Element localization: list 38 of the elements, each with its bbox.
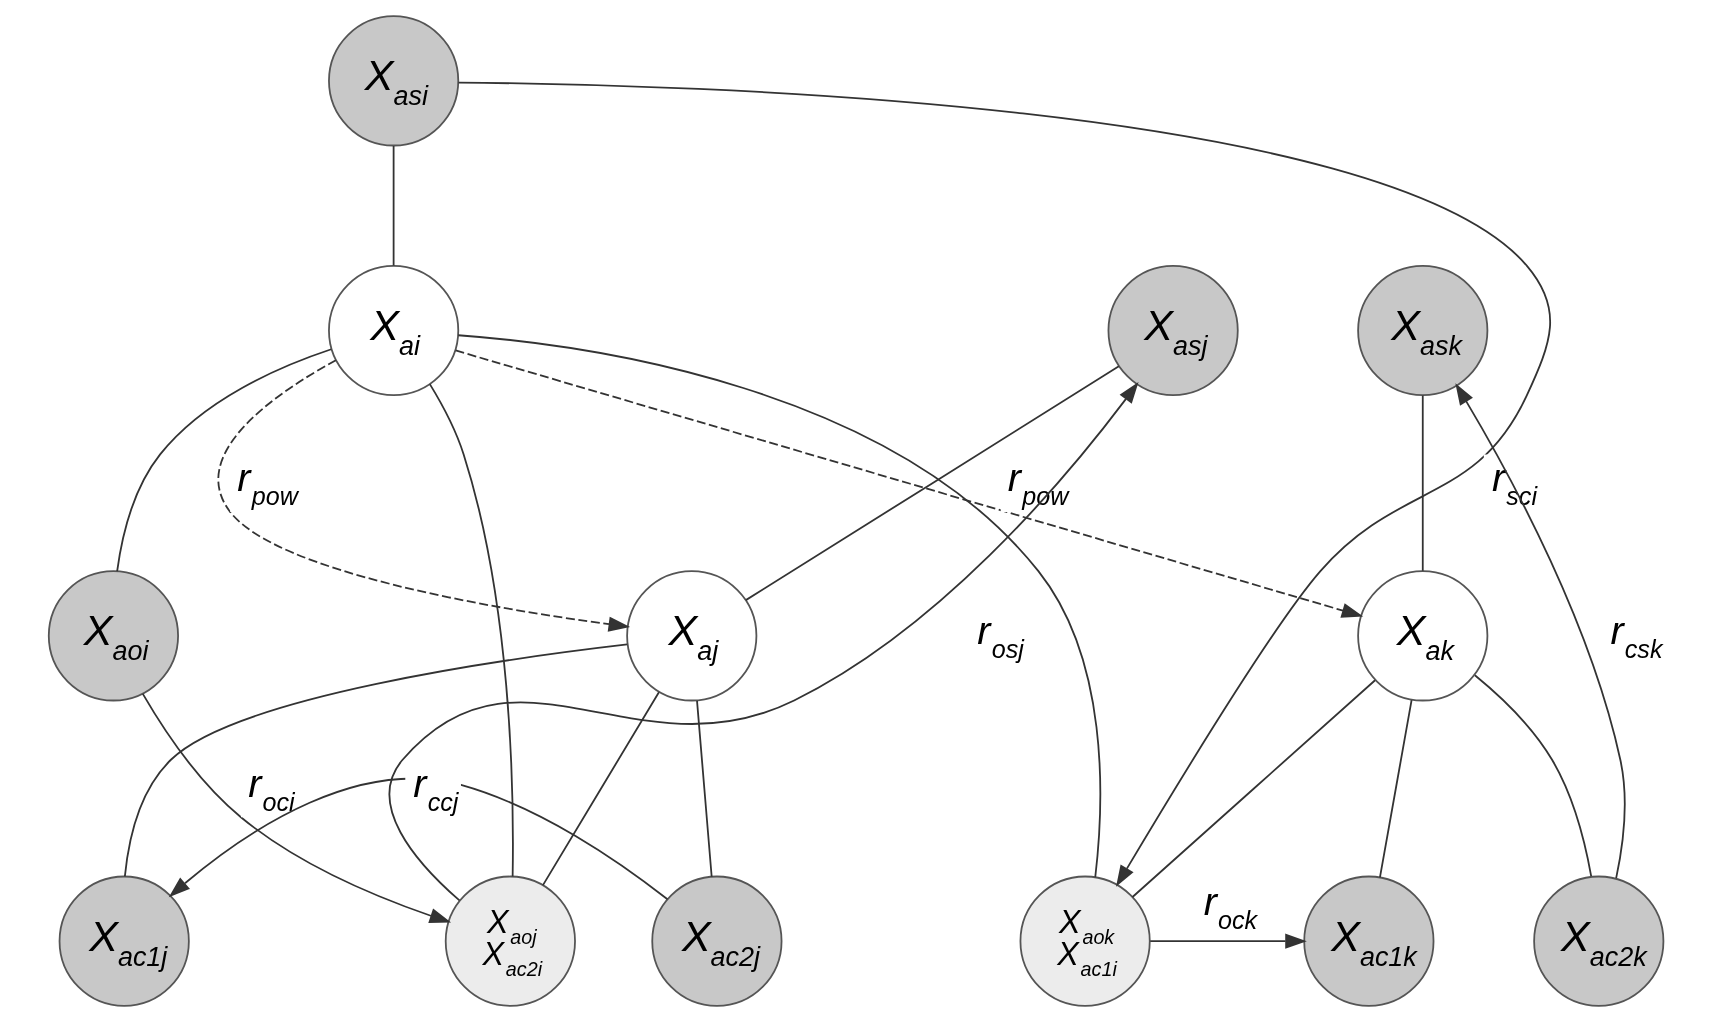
node-circle: X$_{ac2k}$ [1533, 875, 1665, 1007]
node-circle: X$_{ac2j}$ [651, 875, 783, 1007]
arrow [217, 358, 631, 632]
node-circle: X$_{ac1k}$ [1303, 875, 1435, 1007]
node-circle: X$_{asj}$ [1107, 264, 1239, 396]
node-circle: X$_{ak}$ [1357, 569, 1489, 701]
arrow [1149, 933, 1307, 949]
arrow [168, 777, 669, 900]
node-circle: X$_{aok}$ X$_{ac1i}$ [1019, 875, 1151, 1007]
edge-label: r$_{pow}$ [237, 454, 298, 510]
edge-label: r$_{ccj}$ [413, 760, 459, 816]
edge-label: r$_{csk}$ [1610, 607, 1663, 663]
arrow [141, 692, 452, 923]
connector [123, 643, 629, 877]
connector [744, 364, 1120, 601]
arrow [1455, 382, 1626, 879]
connector [542, 690, 660, 886]
connector [1421, 394, 1424, 572]
connector [457, 333, 1102, 878]
node-circle: X$_{aoi}$ [47, 569, 179, 701]
arrow [388, 381, 1139, 901]
edge-label: r$_{oci}$ [248, 760, 295, 816]
node-circle: X$_{aj}$ [626, 569, 758, 701]
node-circle: X$_{asi}$ [328, 14, 460, 146]
arrow [457, 81, 1551, 887]
connector [696, 699, 713, 878]
connector [1474, 673, 1593, 877]
connector [116, 347, 333, 572]
node-circle: X$_{ai}$ [328, 264, 460, 396]
node-circle: X$_{ask}$ [1357, 264, 1489, 396]
edge-label: r$_{osj}$ [977, 607, 1024, 663]
connector [1379, 698, 1413, 878]
connector [1131, 678, 1376, 898]
connector [392, 144, 395, 266]
arrow [454, 349, 1364, 618]
connector [428, 382, 514, 877]
node-circle: X$_{aoj}$ X$_{ac2i}$ [444, 875, 576, 1007]
edge-label: r$_{ock}$ [1203, 878, 1258, 934]
